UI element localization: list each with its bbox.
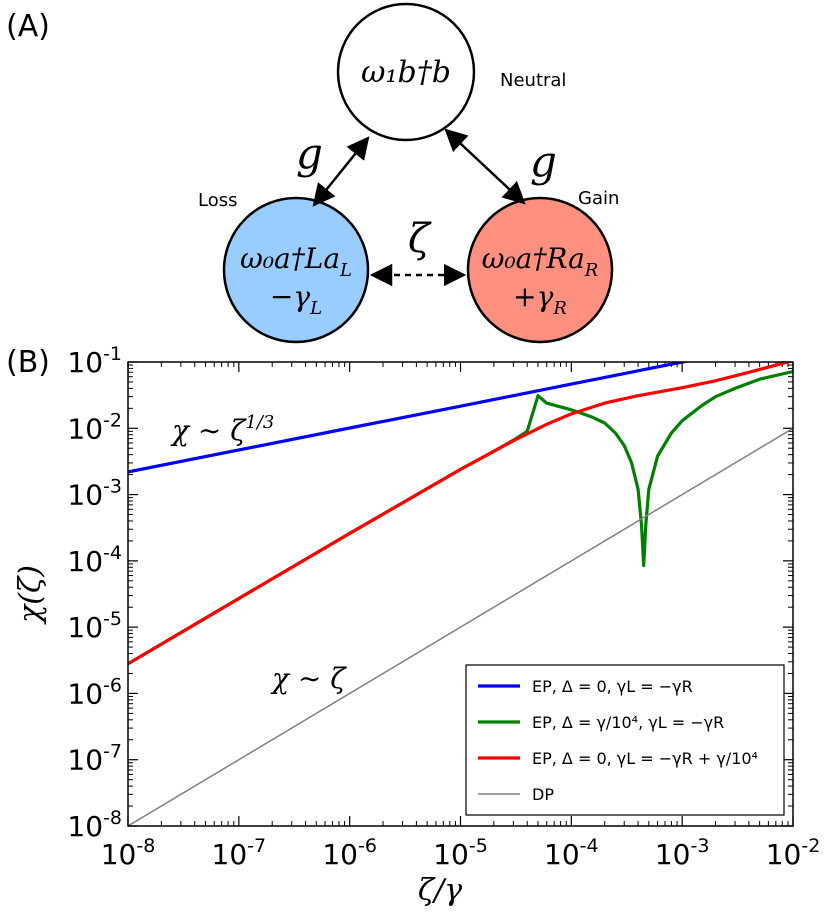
legend-entry: EP, Δ = γ/10⁴, γL = −γR — [532, 713, 724, 732]
series-line-4 — [128, 427, 793, 826]
coupling-g-right: g — [530, 137, 557, 186]
neutral-tag: Neutral — [500, 70, 566, 91]
neutral-mode-hamiltonian: ω₁b†b — [361, 55, 451, 90]
x-tick-labels: 10-8 10-7 10-6 10-5 10-4 10-3 10-2 — [101, 835, 821, 871]
panel-a-diagram: (A) ω₁b†b Neutral ω₀a†LaL −γL Loss ω₀a†R… — [6, 2, 619, 344]
legend: EP, Δ = 0, γL = −γR EP, Δ = γ/10⁴, γL = −… — [465, 664, 785, 816]
loss-tag: Loss — [198, 190, 237, 211]
y-tick-label: 10-4 — [67, 542, 122, 578]
plot-frame — [127, 361, 794, 827]
coupling-g-left: g — [296, 129, 323, 178]
y-tick-label: 10-3 — [67, 476, 122, 512]
annotation-linear: χ ∼ ζ — [270, 662, 347, 695]
coupling-zeta: ζ — [408, 216, 432, 262]
loss-mode-line1: ω₀a†LaL — [240, 242, 352, 281]
panel-b-label: (B) — [6, 345, 50, 380]
panel-a-label: (A) — [6, 9, 50, 44]
gain-tag: Gain — [578, 188, 619, 209]
x-tick-label: 10-2 — [766, 835, 821, 871]
y-tick-label: 10-5 — [67, 608, 122, 644]
annotation-cube-root: χ ∼ ζ1/3 — [170, 412, 274, 447]
gain-mode-line1: ω₀a†RaR — [482, 242, 599, 281]
x-tick-label: 10-8 — [101, 835, 156, 871]
gain-mode-node — [466, 196, 614, 344]
x-axis-label: ζ/γ — [418, 873, 462, 908]
x-tick-label: 10-7 — [212, 835, 267, 871]
series-line-3 — [128, 362, 793, 666]
neutral-mode-node — [336, 2, 476, 142]
legend-box — [465, 664, 785, 816]
y-tick-label: 10-8 — [67, 807, 122, 843]
y-tick-label: 10-7 — [67, 741, 122, 777]
right-coupling-arrow — [444, 128, 526, 205]
y-tick-label: 10-1 — [67, 343, 122, 379]
gain-mode-line2: +γR — [513, 280, 567, 319]
left-coupling-arrow — [312, 136, 370, 207]
series-line-1 — [128, 362, 691, 474]
loss-mode-node — [222, 196, 370, 344]
series-layer — [128, 362, 793, 826]
y-tick-label: 10-2 — [67, 409, 122, 445]
legend-entry: EP, Δ = 0, γL = −γR — [532, 677, 693, 696]
x-tick-label: 10-4 — [544, 835, 599, 871]
y-tick-labels: 10-8 10-7 10-6 10-5 10-4 10-3 10-2 10-1 — [67, 343, 122, 843]
x-tick-label: 10-5 — [433, 835, 488, 871]
x-tick-label: 10-6 — [322, 835, 377, 871]
y-axis-label: χ(ζ) — [13, 565, 48, 625]
x-tick-label: 10-3 — [655, 835, 710, 871]
y-tick-label: 10-6 — [67, 674, 122, 710]
legend-entry: DP — [532, 785, 554, 804]
loss-mode-line2: −γL — [270, 280, 322, 319]
legend-entry: EP, Δ = 0, γL = −γR + γ/10⁴ — [532, 749, 758, 768]
